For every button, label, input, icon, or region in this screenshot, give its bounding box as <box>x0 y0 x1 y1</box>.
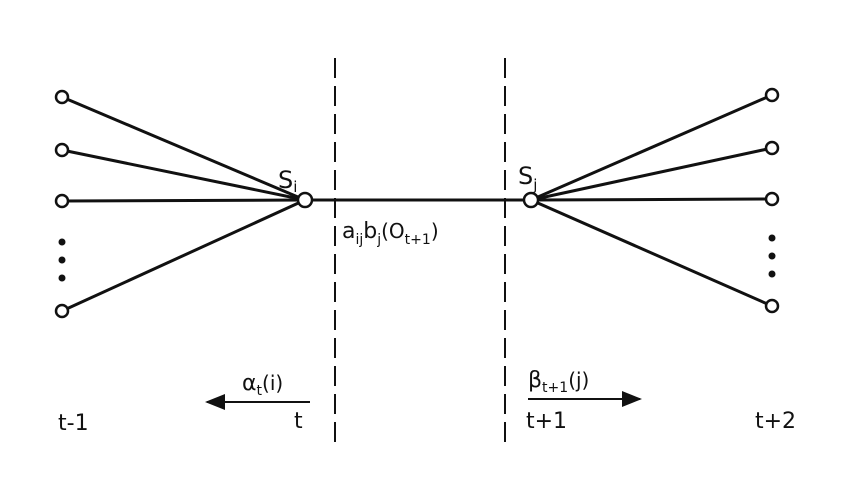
node-right-2 <box>764 140 780 156</box>
node-si <box>296 191 314 209</box>
label-si: Si <box>278 166 297 196</box>
node-left-1 <box>54 89 70 105</box>
transition-label: aijbj(Ot+1) <box>342 219 439 248</box>
label-sj: Sj <box>518 162 537 194</box>
edge-right-n <box>530 198 773 308</box>
edge-right-2 <box>530 146 773 202</box>
edge-left-1 <box>61 95 306 202</box>
beta-label: βt+1(j) <box>528 368 589 396</box>
node-left-2 <box>54 142 70 158</box>
edge-right-1 <box>530 93 773 202</box>
alpha-label: αt(i) <box>242 371 283 399</box>
time-t: t <box>294 409 303 434</box>
edge-left-3 <box>61 198 306 203</box>
ellipsis-left <box>58 238 66 282</box>
time-t-minus-1: t-1 <box>58 411 89 436</box>
node-right-1 <box>764 87 780 103</box>
time-t-plus-1: t+1 <box>526 409 567 434</box>
node-right-n <box>764 298 780 314</box>
node-left-3 <box>54 193 70 209</box>
node-left-n <box>54 303 70 319</box>
edge-right-3 <box>530 197 773 202</box>
time-t-plus-2: t+2 <box>755 409 796 434</box>
edge-left-n <box>61 198 306 313</box>
ellipsis-right <box>768 234 776 278</box>
node-sj <box>522 191 540 209</box>
edge-left-2 <box>61 148 306 202</box>
node-right-3 <box>764 191 780 207</box>
